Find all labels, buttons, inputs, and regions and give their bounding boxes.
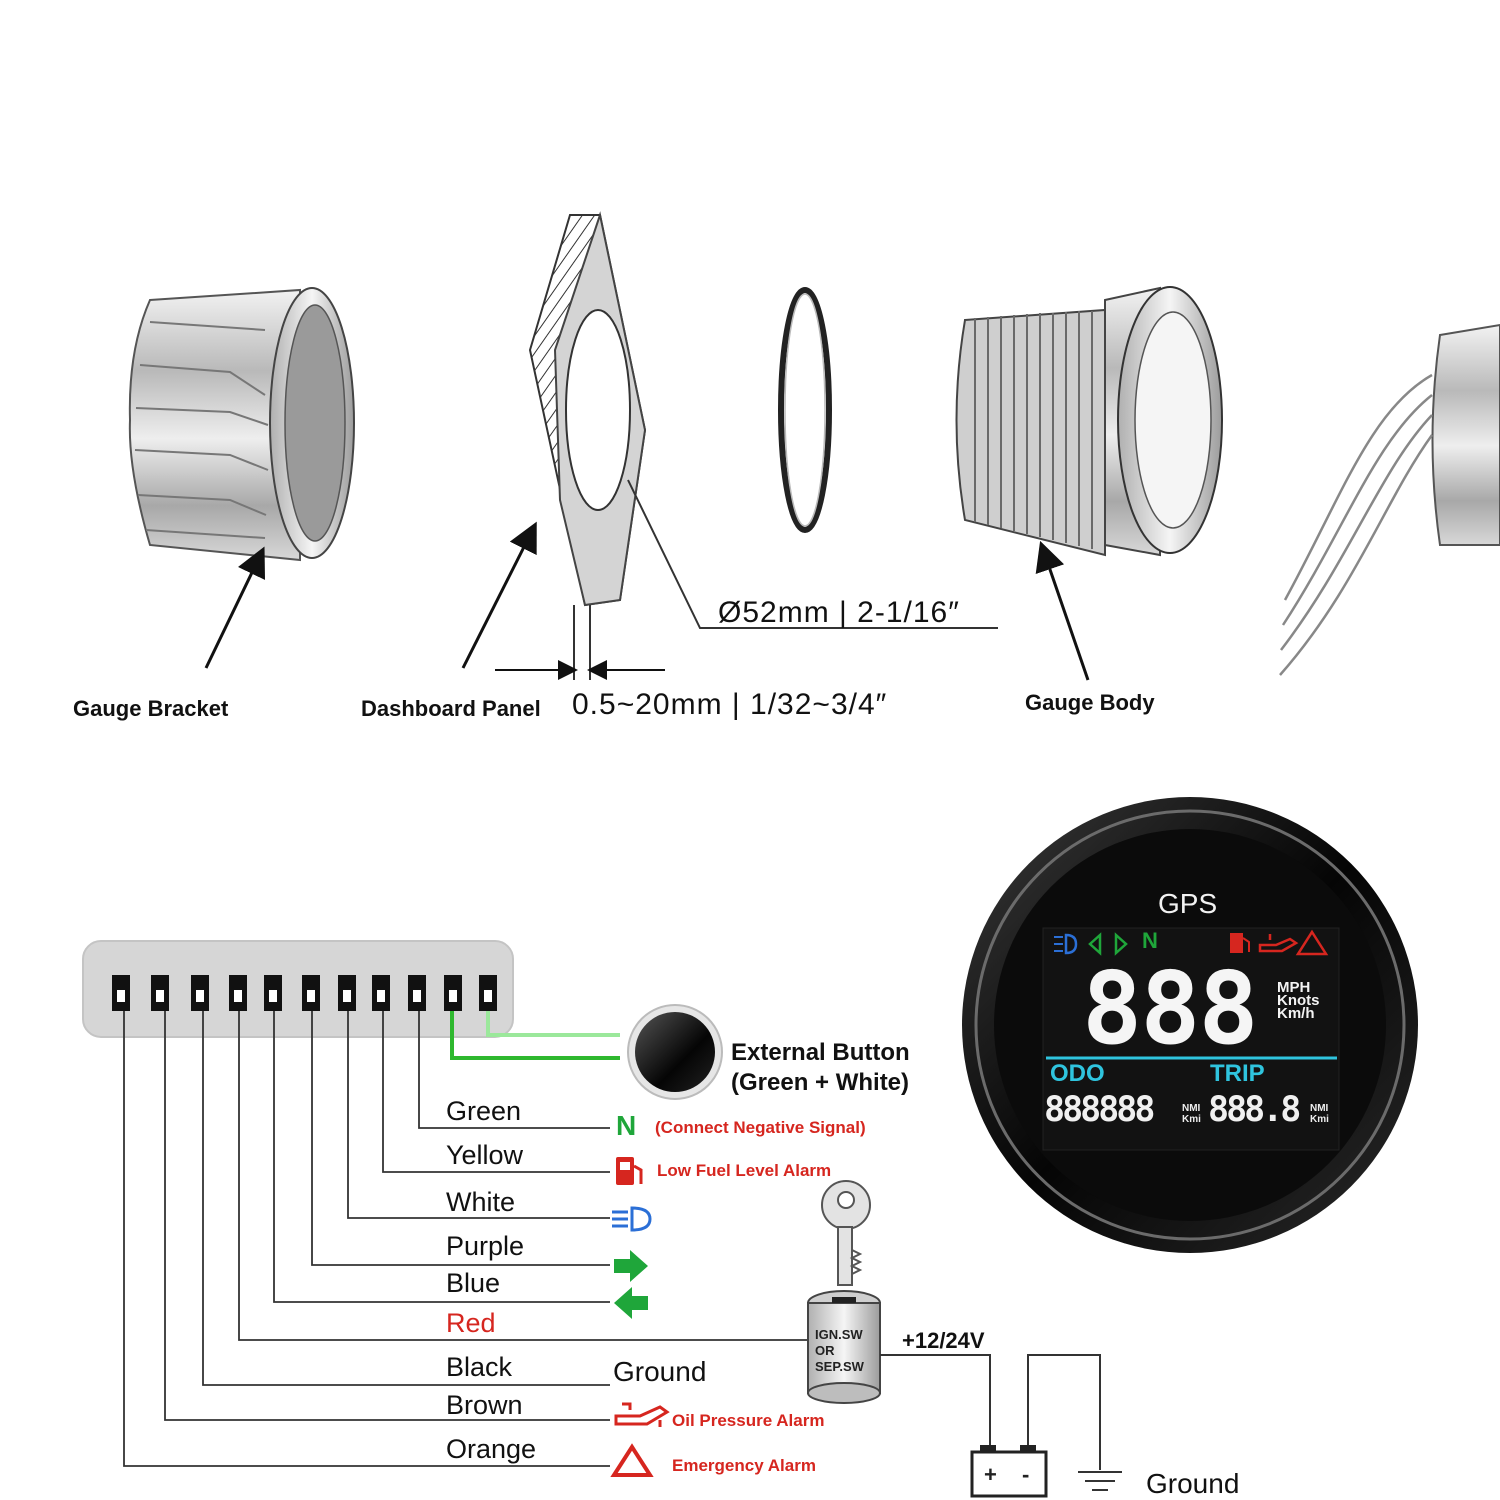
battery-ground-label: Ground (1146, 1468, 1240, 1499)
voltage-label: +12/24V (902, 1328, 985, 1353)
gauge-bracket-label: Gauge Bracket (73, 696, 229, 721)
odo-label: ODO (1050, 1060, 1105, 1087)
svg-text:-: - (1022, 1462, 1029, 1487)
trip-label: TRIP (1210, 1060, 1265, 1087)
gauge-bracket-illustration (128, 287, 355, 669)
wire-lines (123, 1011, 808, 1467)
trip-digits: 888.8 (1208, 1090, 1301, 1130)
connector-block (82, 940, 514, 1038)
gauge-warning-icon (1295, 929, 1329, 956)
external-button-wires (450, 1011, 620, 1060)
gauge-fuel-icon (1230, 933, 1250, 953)
wire-label-orange: Orange (446, 1434, 537, 1464)
note-emergency: Emergency Alarm (672, 1456, 816, 1475)
speed-digits: 888 (1082, 950, 1259, 1067)
wire-label-yellow: Yellow (446, 1140, 524, 1170)
ground-symbol-icon (1078, 1471, 1122, 1491)
gauge-neutral-indicator: N (1142, 928, 1158, 953)
ignition-switch-label: IGN.SW OR SEP.SW (815, 1327, 864, 1375)
wire-label-black: Black (446, 1352, 513, 1382)
external-button-sublabel: (Green + White) (731, 1069, 910, 1096)
note-oil-pressure: Oil Pressure Alarm (672, 1411, 825, 1430)
ignition-line-1: IGN.SW (815, 1327, 863, 1342)
ground-label: Ground (613, 1356, 707, 1387)
odo-unit-kmi: Kmi (1182, 1114, 1201, 1125)
hole-diameter-label: Ø52mm | 2-1/16″ (718, 596, 960, 629)
left-turn-arrow-icon (614, 1287, 648, 1319)
ignition-switch-icon (807, 1290, 881, 1404)
trip-unit-kmi: Kmi (1310, 1114, 1329, 1125)
wire-label-white: White (446, 1187, 516, 1217)
wire-label-green: Green (446, 1096, 522, 1126)
ignition-line-3: SEP.SW (815, 1359, 864, 1374)
wire-label-brown: Brown (446, 1390, 523, 1420)
gauge-body-illustration (955, 286, 1223, 681)
gauge-body-label: Gauge Body (1025, 690, 1155, 715)
speed-units: MPH Knots Km/h (1277, 979, 1320, 1022)
right-turn-arrow-icon (614, 1250, 648, 1282)
key-icon (821, 1180, 871, 1286)
oil-can-icon (614, 1402, 670, 1427)
wire-label-purple: Purple (446, 1231, 525, 1261)
speed-unit-knots: Knots (1277, 992, 1320, 1009)
dashboard-panel-label: Dashboard Panel (361, 696, 541, 721)
gauge-turn-signal-icon (1088, 932, 1128, 956)
note-low-fuel: Low Fuel Level Alarm (657, 1161, 832, 1180)
wire-label-blue: Blue (446, 1268, 501, 1298)
external-button-label: External Button (731, 1039, 910, 1066)
power-wiring (880, 1354, 1101, 1470)
speed-unit-kmh: Km/h (1277, 1005, 1315, 1022)
headlight-icon (612, 1206, 652, 1232)
svg-text:+: + (984, 1462, 997, 1487)
trip-unit-nmi: NMI (1310, 1103, 1329, 1114)
note-neutral: (Connect Negative Signal) (655, 1118, 866, 1137)
gauge-title: GPS (1158, 888, 1218, 919)
battery-icon: + - (970, 1445, 1048, 1498)
warning-triangle-icon (610, 1443, 654, 1477)
odo-digits: 888888 (1044, 1090, 1155, 1130)
neutral-symbol: N (616, 1110, 637, 1141)
speed-unit-mph: MPH (1277, 979, 1311, 996)
panel-thickness-label: 0.5~20mm | 1/32~3/4″ (572, 688, 888, 721)
cable-plug-illustration (1279, 323, 1500, 676)
o-ring-illustration (778, 287, 832, 533)
gauge-face (962, 797, 1418, 1253)
gauge-headlight-icon (1054, 933, 1078, 955)
fuel-pump-icon (616, 1157, 643, 1185)
ignition-line-2: OR (815, 1343, 835, 1358)
odo-unit-nmi: NMI (1182, 1103, 1201, 1114)
gauge-oil-icon (1258, 934, 1299, 953)
wire-label-red: Red (446, 1308, 496, 1338)
dashboard-panel-illustration (461, 211, 998, 680)
